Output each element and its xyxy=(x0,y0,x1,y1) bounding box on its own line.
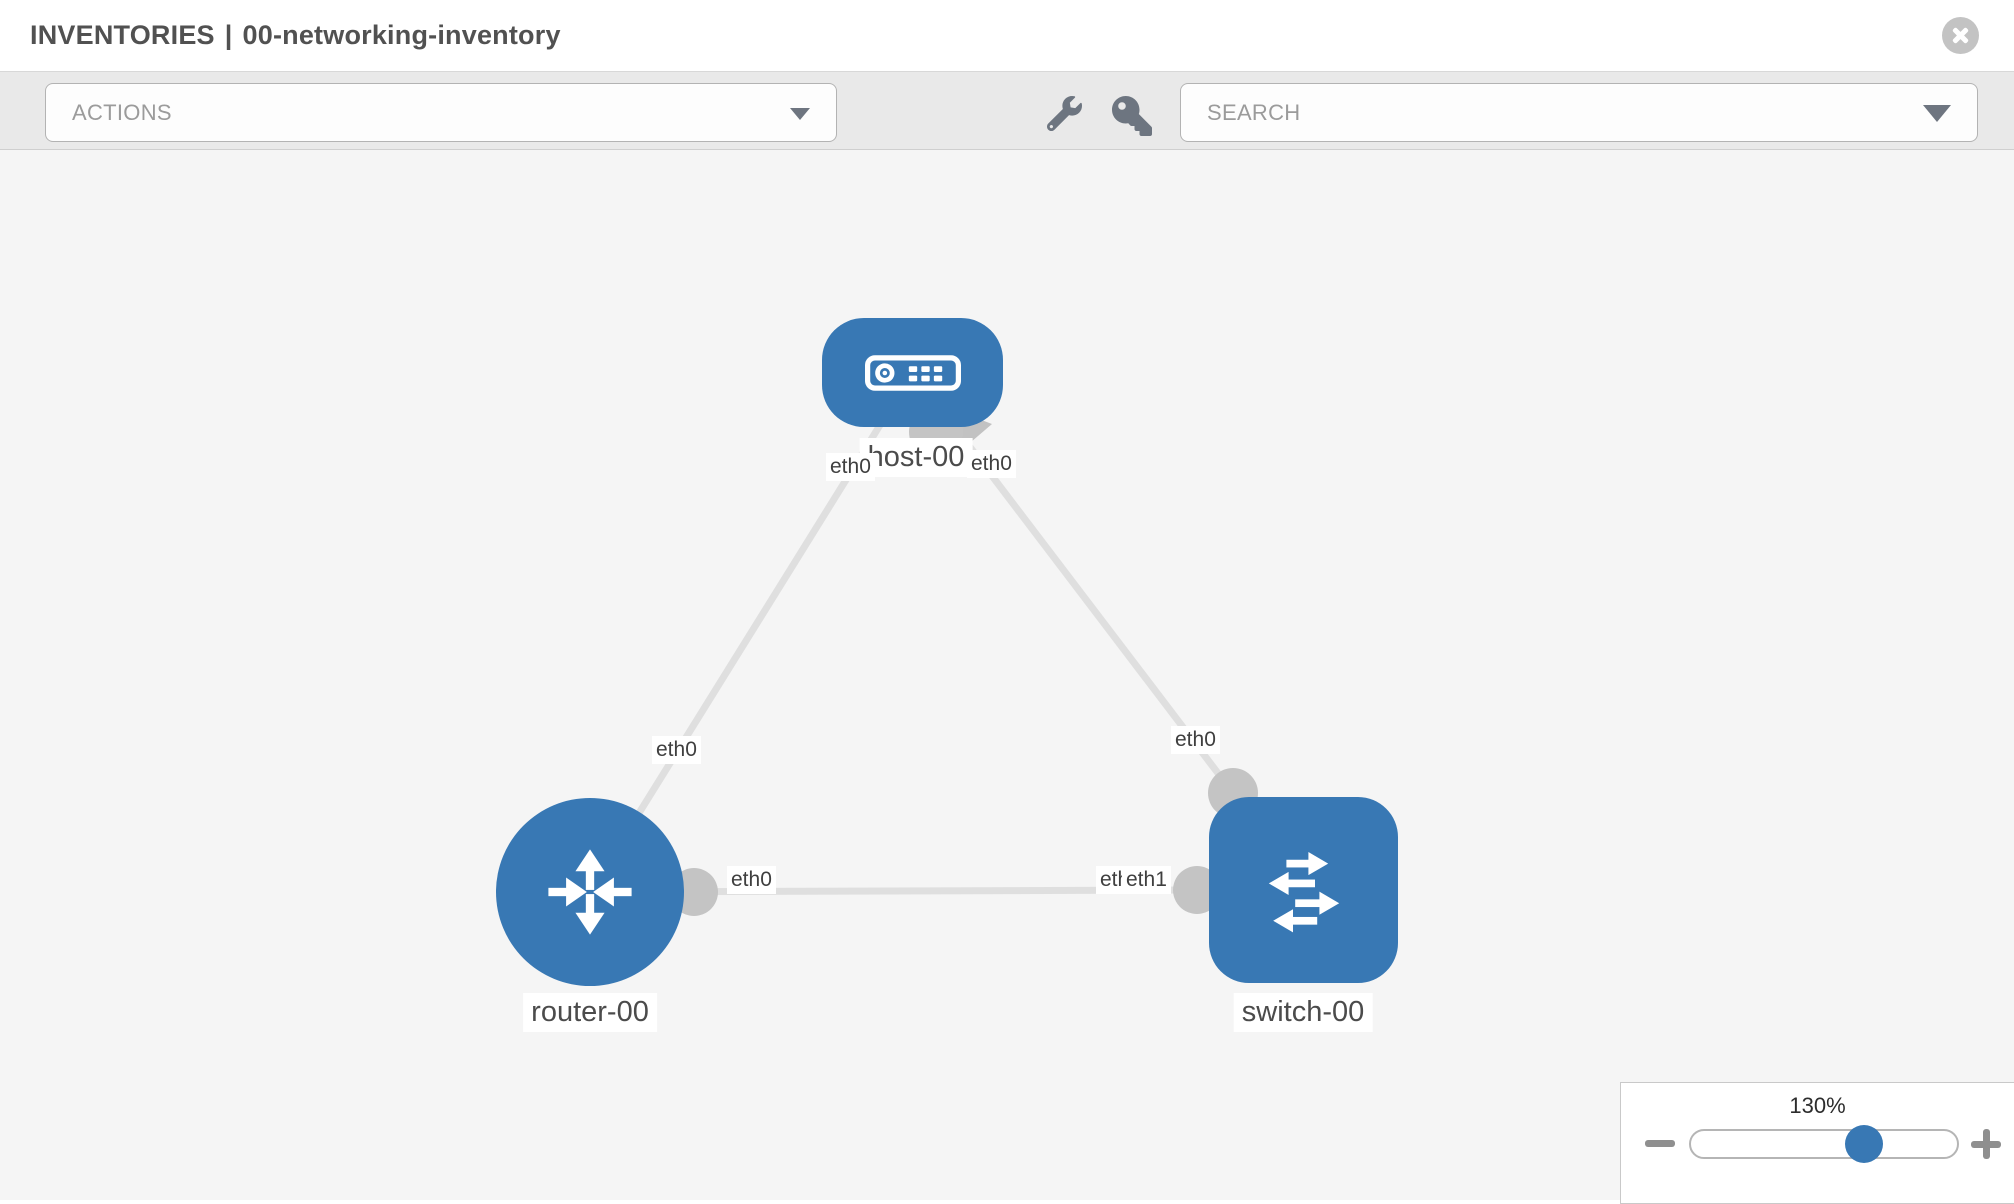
interface-label-router-host-near-host: eth0 xyxy=(826,453,875,481)
inventory-name: 00-networking-inventory xyxy=(242,20,561,50)
interface-label-switch-host-near-switch: eth0 xyxy=(1171,726,1220,754)
topology-links-layer xyxy=(587,369,1258,916)
node-label-router: router-00 xyxy=(523,993,657,1032)
breadcrumb-section: INVENTORIES xyxy=(30,20,215,50)
switch-icon xyxy=(1268,852,1339,933)
wrench-icon xyxy=(1046,96,1082,132)
title-divider: | xyxy=(224,20,233,50)
interface-label-router-host-near-router: eth0 xyxy=(652,736,701,764)
zoom-level-label: 130% xyxy=(1789,1093,1846,1118)
interface-label-router-switch-near-switch: eth1 xyxy=(1122,866,1171,894)
zoom-slider-track[interactable] xyxy=(1689,1129,1959,1159)
close-button[interactable] xyxy=(1942,17,1979,54)
interface-label-switch-host-near-host: eth0 xyxy=(967,450,1016,478)
node-switch-00[interactable] xyxy=(1209,797,1398,983)
wrench-button[interactable] xyxy=(1046,96,1082,136)
search-dropdown[interactable]: SEARCH xyxy=(1180,83,1978,142)
chevron-down-icon xyxy=(1923,105,1951,122)
search-dropdown-label: SEARCH xyxy=(1207,100,1301,125)
key-icon xyxy=(1112,96,1152,136)
actions-dropdown-label: ACTIONS xyxy=(72,100,172,125)
zoom-in-button[interactable] xyxy=(1965,1123,2007,1165)
key-button[interactable] xyxy=(1112,96,1152,141)
zoom-slider-thumb[interactable] xyxy=(1845,1125,1883,1163)
node-router-00[interactable] xyxy=(496,798,684,986)
page-header: INVENTORIES | 00-networking-inventory xyxy=(0,0,2014,71)
page-title: INVENTORIES | 00-networking-inventory xyxy=(30,0,561,71)
interface-label-router-switch-near-router: eth0 xyxy=(727,866,776,894)
zoom-control-panel: 130% xyxy=(1620,1082,2014,1204)
node-host-00[interactable] xyxy=(822,318,1003,427)
node-label-switch: switch-00 xyxy=(1233,993,1373,1032)
chevron-down-icon xyxy=(790,108,810,120)
zoom-out-button[interactable] xyxy=(1645,1140,1675,1147)
router-icon xyxy=(548,849,632,935)
toolbar: ACTIONS SEARCH xyxy=(0,71,2014,150)
host-icon xyxy=(864,354,961,391)
actions-dropdown[interactable]: ACTIONS xyxy=(45,83,837,142)
node-label-host: host-00 xyxy=(859,438,973,477)
topology-canvas[interactable]: host-00 router-00 switch-00 eth0 eth0 et… xyxy=(0,150,2014,1200)
